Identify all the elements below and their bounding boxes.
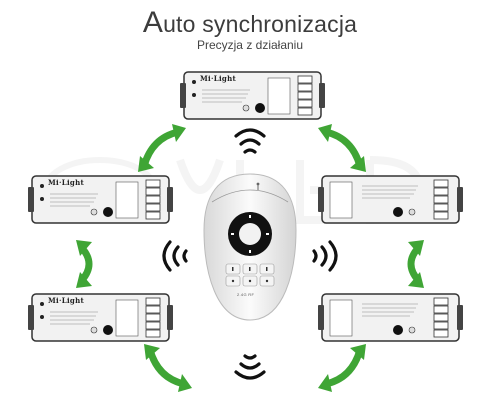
curved-double-arrow-icon xyxy=(318,344,366,392)
controller-module-left-top: Mi·Light xyxy=(28,172,173,227)
title-initial: A xyxy=(142,6,164,39)
controller-module-left-bottom: Mi·Light xyxy=(28,290,173,345)
signal-wave-icon xyxy=(234,354,266,380)
signal-wave-icon xyxy=(234,128,266,154)
curved-double-arrow-icon xyxy=(407,240,424,288)
controller-module-right-top xyxy=(318,172,463,227)
module-brand: Mi·Light xyxy=(48,178,85,187)
curved-double-arrow-icon xyxy=(318,124,366,172)
remote-control xyxy=(203,173,297,321)
signal-wave-icon xyxy=(162,240,188,272)
page-subtitle: Precyzja z działaniu xyxy=(196,38,304,52)
curved-double-arrow-icon xyxy=(144,344,192,392)
remote-brand-label: 2.4G RF xyxy=(237,292,255,297)
title-rest: uto synchronizacja xyxy=(163,11,358,37)
signal-wave-icon xyxy=(312,240,338,272)
page-title: Auto synchronizacja xyxy=(0,6,500,40)
curved-double-arrow-icon xyxy=(76,240,93,288)
module-brand: Mi·Light xyxy=(48,296,85,305)
curved-double-arrow-icon xyxy=(138,124,186,172)
controller-module-right-bottom xyxy=(318,290,463,345)
controller-module-top: Mi·Light xyxy=(180,68,325,123)
module-brand: Mi·Light xyxy=(200,74,237,83)
